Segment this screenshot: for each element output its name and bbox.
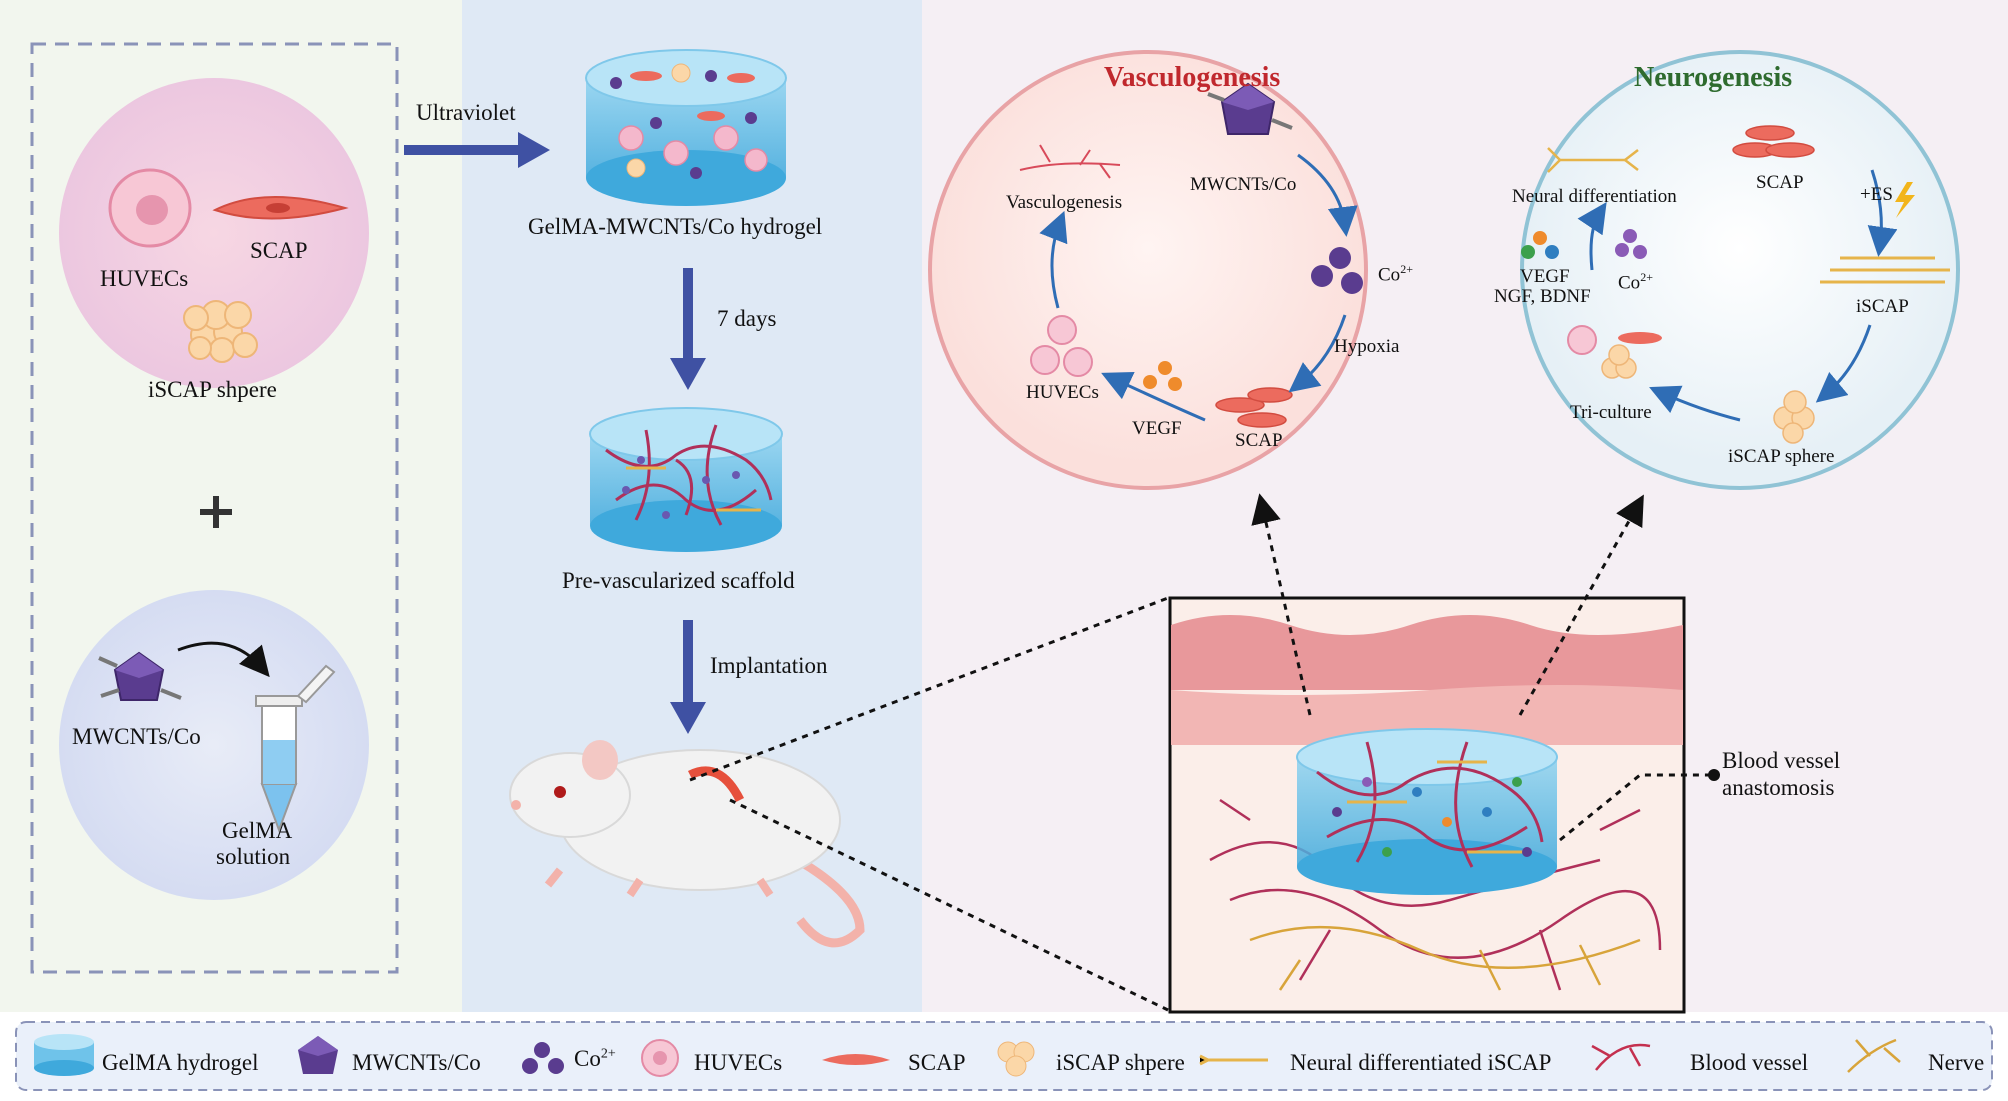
legend-vessel: Blood vessel xyxy=(1690,1050,1809,1075)
vasculo-vegf-label: VEGF xyxy=(1132,418,1182,439)
huvecs-label: HUVECs xyxy=(100,266,189,291)
legend-iscap: iSCAP shpere xyxy=(1056,1050,1185,1075)
gelma-label-line1: GelMA xyxy=(222,818,293,843)
ultraviolet-label: Ultraviolet xyxy=(416,100,516,125)
legend-co: Co2+ xyxy=(574,1046,616,1071)
anastomosis-label-line1: Blood vessel xyxy=(1722,748,1841,773)
co-ion-superscript: 2+ xyxy=(1400,262,1413,276)
legend-neural: Neural differentiated iSCAP xyxy=(1290,1050,1552,1075)
legend-nerve: Nerve xyxy=(1928,1050,1985,1075)
hydrogel-label: GelMA-MWCNTs/Co hydrogel xyxy=(528,214,823,239)
legend-co-superscript: 2+ xyxy=(600,1046,616,1062)
mwcnts-label: MWCNTs/Co xyxy=(72,724,201,749)
vasculo-huvecs-label: HUVECs xyxy=(1026,382,1099,403)
neurogenesis-title: Neurogenesis xyxy=(1634,62,1793,93)
neuro-iscap-label: iSCAP xyxy=(1856,296,1909,317)
neuro-vegf-label: VEGF xyxy=(1520,266,1570,287)
gelma-label-line2: solution xyxy=(216,844,291,869)
vasculogenesis-step-label: Vasculogenesis xyxy=(1006,192,1123,213)
co-ion-label: Co2+ xyxy=(1378,262,1413,286)
neuro-co-ion-superscript: 2+ xyxy=(1640,270,1653,284)
es-label: +ES xyxy=(1860,184,1893,205)
mwcnts-co-label: MWCNTs/Co xyxy=(1190,174,1297,195)
iscap-sphere-label: iSCAP shpere xyxy=(148,377,277,402)
implantation-label: Implantation xyxy=(710,653,828,678)
scap-label: SCAP xyxy=(250,238,308,263)
scaffold-label: Pre-vascularized scaffold xyxy=(562,568,795,593)
vasculogenesis-title: Vasculogenesis xyxy=(1104,62,1281,93)
neuro-ngf-bdnf-label: NGF, BDNF xyxy=(1494,286,1591,307)
triculture-label: Tri-culture xyxy=(1570,402,1652,423)
legend-huvecs: HUVECs xyxy=(694,1050,783,1075)
hypoxia-label: Hypoxia xyxy=(1334,336,1400,357)
neural-differentiation-label: Neural differentiation xyxy=(1512,186,1677,207)
legend-scap: SCAP xyxy=(908,1050,966,1075)
legend-gelma: GelMA hydrogel xyxy=(102,1050,259,1075)
seven-days-label: 7 days xyxy=(717,306,777,331)
neuro-co-ion-label: Co2+ xyxy=(1618,270,1653,294)
neuro-iscap-sphere-label: iSCAP sphere xyxy=(1728,446,1835,467)
anastomosis-label-line2: anastomosis xyxy=(1722,775,1835,800)
vasculo-scap-label: SCAP xyxy=(1235,430,1283,451)
legend-mwcnts: MWCNTs/Co xyxy=(352,1050,481,1075)
neuro-scap-label: SCAP xyxy=(1756,172,1804,193)
